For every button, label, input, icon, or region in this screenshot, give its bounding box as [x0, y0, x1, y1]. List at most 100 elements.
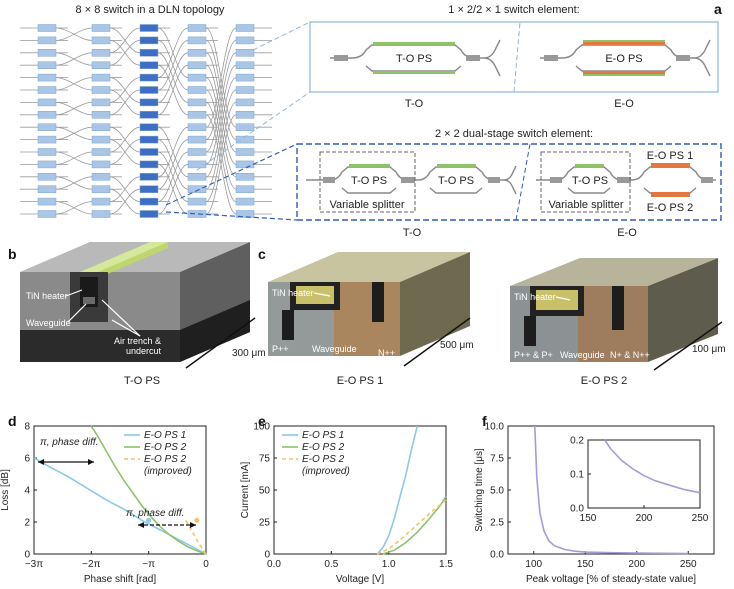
to-caption: T-O — [405, 98, 424, 110]
d-legend-entry-3b: (improved) — [144, 466, 192, 477]
to-dual-coupler-2 — [401, 177, 415, 183]
dln-switch — [37, 86, 57, 94]
d-series-line-1 — [33, 457, 207, 555]
eo-caption: E-O — [614, 98, 634, 110]
f-x-tick-label: 200 — [628, 559, 645, 570]
f-series-line — [534, 425, 689, 555]
f-inset-plot-frame — [587, 439, 701, 509]
dln-switch — [235, 49, 255, 57]
f-inset-x-tick-label: 150 — [580, 513, 597, 524]
zoom-line-light-top — [252, 21, 311, 51]
d-annotation-2: π, phase diff. — [126, 508, 184, 519]
dln-dual-stage-switch — [139, 135, 159, 144]
d-y-tick-label: 0 — [24, 550, 30, 561]
dln-switch — [187, 98, 207, 107]
panel-c-label: c — [258, 246, 266, 262]
eo-dual-to-ps-label: T-O PS — [572, 175, 608, 187]
to-ps-3d-render — [20, 242, 250, 362]
dual-stage-divider — [515, 143, 531, 221]
b-trench-arrow-2 — [111, 319, 141, 337]
e-x-tick-label: 1.5 — [439, 559, 453, 570]
eo-dual-stage-element: T-O PS E-O PS 1 E-O PS 2 Variable splitt… — [536, 150, 716, 239]
dln-link — [55, 27, 93, 41]
to-dual-coupler-3 — [488, 177, 500, 183]
f-x-tick-label: 100 — [525, 559, 542, 570]
d-x-tick-label: −π — [142, 559, 155, 570]
dln-switch — [91, 160, 111, 169]
e-legend-entry-2: E-O PS 2 — [302, 442, 345, 453]
zoom-line-dark-top — [165, 143, 298, 206]
f-inset-y-tick-label: 0.1 — [570, 470, 584, 481]
dln-switch — [37, 36, 57, 45]
dln-switch — [187, 61, 207, 69]
dln-link — [205, 102, 237, 202]
e-y-tick-label: 100 — [253, 422, 270, 433]
b-length-label: 300 μm — [232, 348, 266, 359]
dln-switch — [91, 49, 111, 57]
dln-switch-network — [20, 24, 272, 218]
panel-f-label: f — [482, 413, 487, 429]
d-x-tick-label: −3π — [25, 559, 43, 570]
eo-p-region-bottom — [583, 71, 665, 76]
dln-dual-stage-switch — [139, 61, 159, 69]
c2-tin-heater-label: TiN heater — [514, 292, 556, 302]
dln-switch — [235, 185, 255, 193]
dln-link — [205, 89, 237, 190]
to-waveguide-arm — [365, 65, 462, 72]
dln-switch — [91, 185, 111, 193]
d-marker-2 — [194, 517, 200, 523]
b-air-trench-label: Air trench & — [114, 336, 161, 346]
e-x-axis-label: Voltage [V] — [336, 574, 385, 585]
dln-switch — [37, 123, 57, 131]
dln-dual-stage-switch — [139, 148, 159, 156]
b-undercut-label: undercut — [126, 346, 162, 356]
d-y-tick-label: 6 — [24, 454, 30, 465]
d-y-tick-label: 4 — [24, 486, 30, 497]
eo-heater-bottom — [583, 74, 665, 76]
dln-link — [55, 126, 93, 140]
dln-link — [205, 52, 237, 153]
eo-dual-heater — [575, 164, 604, 167]
b-waveguide-arrow — [67, 303, 87, 323]
f-inset-x-tick-label: 200 — [636, 513, 653, 524]
eo-dual-junction-2 — [651, 192, 690, 197]
dln-switch — [91, 73, 111, 82]
dln-switch — [187, 24, 207, 32]
dln-switch — [187, 185, 207, 193]
dln-switch — [235, 197, 255, 206]
dln-dual-stage-switch — [139, 86, 159, 94]
eo-coupler-right — [676, 55, 690, 61]
dln-dual-stage-switch — [139, 160, 159, 169]
d-annotation-2-arrowheads — [138, 522, 196, 528]
e-x-tick-label: 1.0 — [382, 559, 396, 570]
dln-link — [157, 52, 189, 103]
e-y-tick-label: 25 — [259, 518, 271, 529]
dln-switch — [37, 173, 57, 181]
c2-length-label: 100 μm — [692, 344, 726, 355]
e-x-tick-label: 0.5 — [324, 559, 338, 570]
dln-switch — [187, 49, 207, 57]
b-heater-arrow — [65, 289, 83, 297]
d-annotation-1: π, phase diff. — [40, 437, 98, 448]
f-inset-x-tick-label: 250 — [692, 513, 709, 524]
to-coupler-left — [334, 55, 348, 61]
dln-link — [109, 27, 141, 54]
dln-switch — [235, 111, 255, 119]
dln-link — [109, 40, 141, 66]
dln-switch — [235, 61, 255, 69]
dln-dual-stage-switch — [139, 197, 159, 206]
element-1x2-title: 1 × 2/2 × 1 switch element: — [448, 4, 579, 16]
eo-ps1-3d-render — [268, 252, 470, 356]
eo-ps-2-label: E-O PS 2 — [647, 202, 693, 214]
dln-switch — [91, 173, 111, 181]
f-x-tick-label: 150 — [577, 559, 594, 570]
panel-e-label: e — [258, 413, 266, 429]
d-x-axis-label: Phase shift [rad] — [84, 574, 156, 585]
to-dual-caption: T-O — [403, 227, 422, 239]
dln-dual-stage-switch — [139, 49, 159, 57]
dln-switch — [91, 86, 111, 94]
f-y-tick-label: 10.0 — [485, 422, 505, 433]
eo-switch-element: E-O PS E-O — [540, 39, 711, 110]
dln-link — [55, 77, 93, 91]
